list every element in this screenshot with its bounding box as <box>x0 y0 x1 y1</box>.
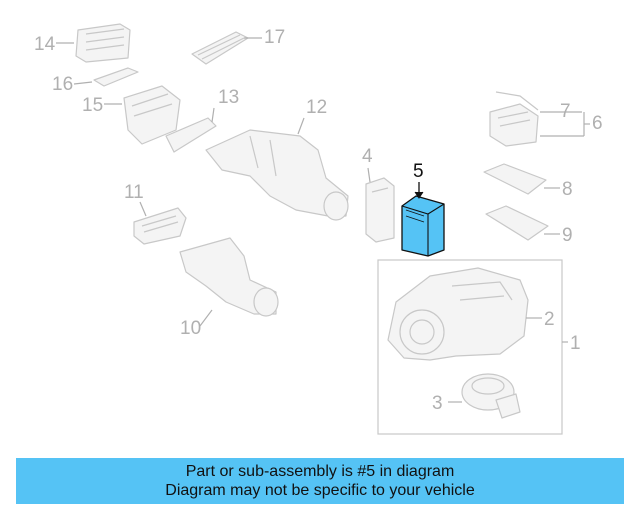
callout-9: 9 <box>544 225 573 246</box>
part-3[interactable] <box>461 373 521 419</box>
callout-1: 1 <box>562 333 581 354</box>
part-9[interactable] <box>485 205 549 241</box>
callout-14: 14 <box>34 34 74 55</box>
callout-8: 8 <box>544 179 573 200</box>
svg-text:6: 6 <box>592 113 603 134</box>
part-5[interactable] <box>401 195 445 257</box>
callout-3: 3 <box>432 393 462 414</box>
callout-10: 10 <box>180 309 213 339</box>
part-4[interactable] <box>365 177 395 243</box>
callout-13: 13 <box>211 87 239 123</box>
callout-6: 6 <box>540 112 603 137</box>
part-12[interactable] <box>205 129 349 221</box>
callout-11: 11 <box>124 182 147 217</box>
svg-text:16: 16 <box>52 74 73 95</box>
part-15[interactable] <box>123 85 181 145</box>
svg-text:10: 10 <box>180 318 201 339</box>
svg-text:5: 5 <box>413 161 424 182</box>
part-8[interactable] <box>483 163 547 195</box>
part-7[interactable] <box>495 91 539 111</box>
svg-text:11: 11 <box>124 182 144 203</box>
callout-5: 5 <box>413 161 424 199</box>
callout-12: 12 <box>297 97 327 135</box>
banner-line-2: Diagram may not be specific to your vehi… <box>165 482 475 499</box>
svg-text:17: 17 <box>264 27 285 48</box>
part-14[interactable] <box>75 23 131 63</box>
svg-text:1: 1 <box>570 333 581 354</box>
callout-17: 17 <box>244 27 285 48</box>
svg-text:12: 12 <box>306 97 327 118</box>
banner-line-1: Part or sub-assembly is #5 in diagram <box>185 463 455 480</box>
svg-text:8: 8 <box>562 179 573 200</box>
part-13[interactable] <box>165 117 217 153</box>
part-17[interactable] <box>191 31 249 65</box>
svg-text:4: 4 <box>362 146 373 167</box>
part-2[interactable] <box>387 267 529 361</box>
part-10[interactable] <box>179 237 279 317</box>
part-11[interactable] <box>133 207 187 245</box>
part-6[interactable] <box>489 103 539 147</box>
svg-text:15: 15 <box>82 95 103 116</box>
callout-7: 7 <box>540 101 582 122</box>
svg-text:3: 3 <box>432 393 443 414</box>
callout-15: 15 <box>82 95 122 116</box>
svg-text:2: 2 <box>544 309 555 330</box>
info-banner: Part or sub-assembly is #5 in diagram Di… <box>16 458 624 504</box>
svg-text:14: 14 <box>34 34 56 55</box>
svg-text:9: 9 <box>562 225 573 246</box>
svg-text:13: 13 <box>218 87 239 108</box>
callout-16: 16 <box>52 74 93 95</box>
callout-4: 4 <box>362 146 373 183</box>
assembly-frame <box>377 259 563 435</box>
part-16[interactable] <box>93 67 139 87</box>
callout-2: 2 <box>526 309 555 330</box>
